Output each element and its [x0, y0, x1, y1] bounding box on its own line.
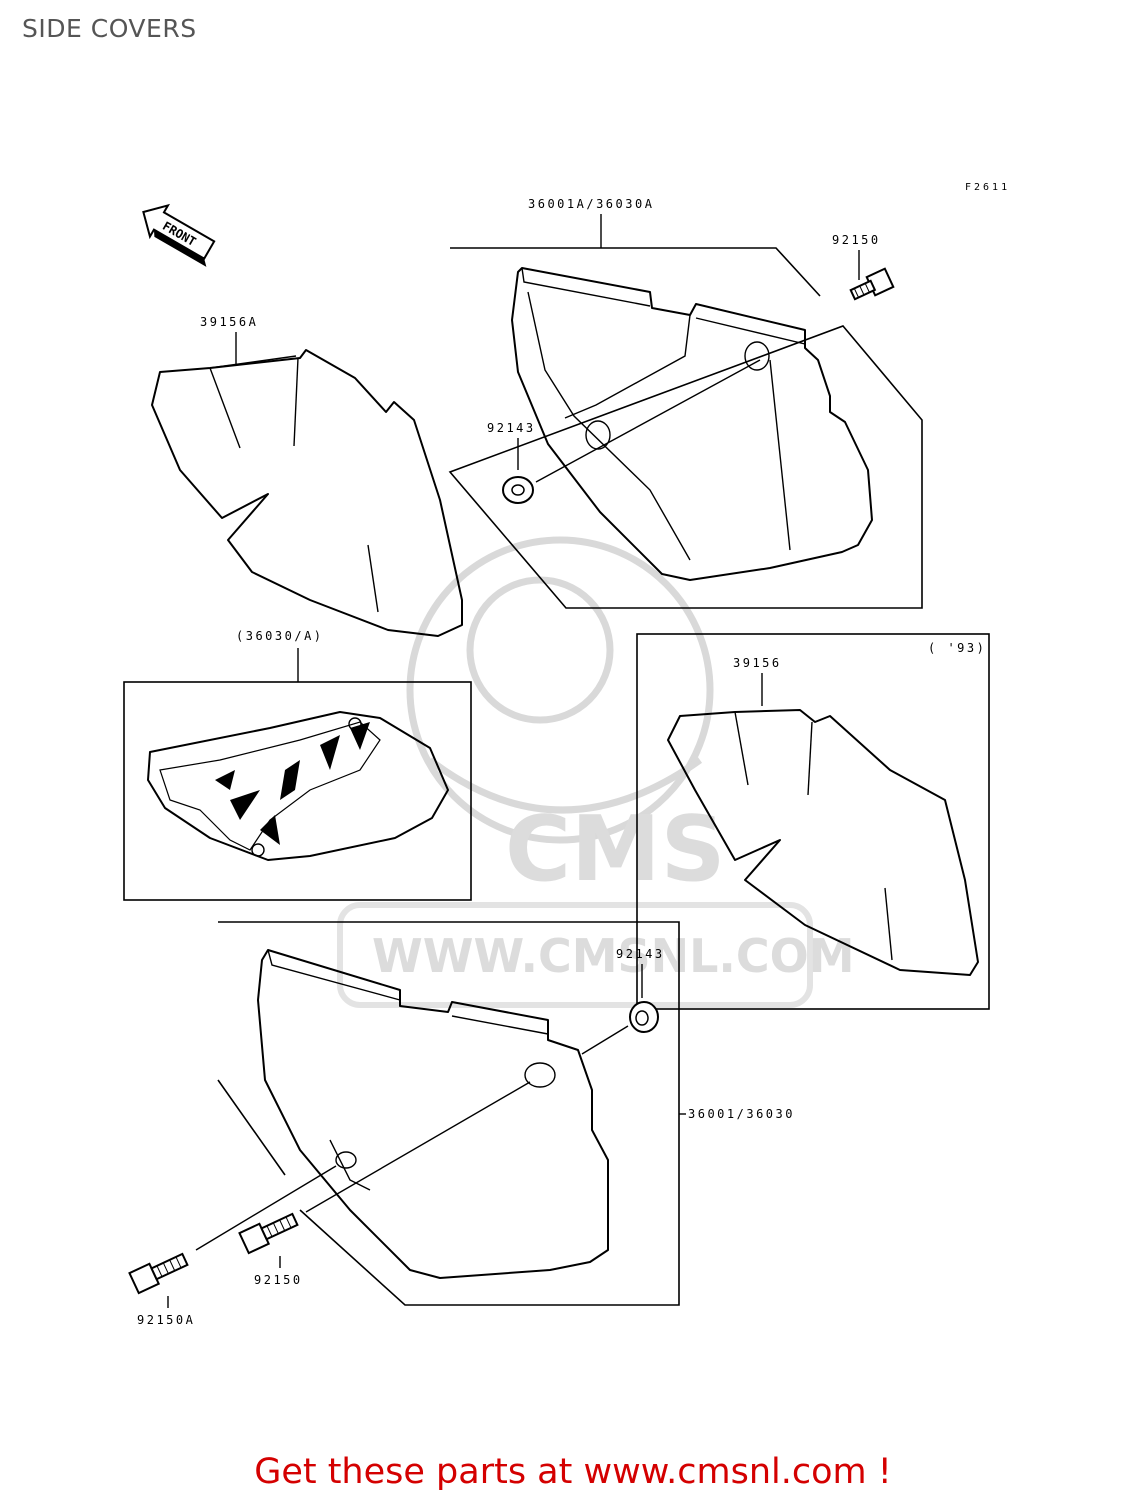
grommet-icon: [629, 1001, 659, 1033]
frame-cover-right: [448, 247, 923, 609]
label-92150-top: 92150: [832, 233, 881, 247]
decal-39156a: [151, 349, 463, 637]
watermark-brand: CMS: [505, 797, 725, 902]
label-92143-top: 92143: [487, 421, 536, 435]
decal-39156: [667, 709, 979, 976]
watermark-logo: CMS WWW.CMSNL.COM: [337, 536, 855, 1008]
label-36030-option: (36030/A): [236, 629, 324, 643]
bolt-icon: [849, 267, 895, 301]
side-cover-right: [511, 267, 873, 581]
frame-cover-left: [217, 921, 680, 1306]
side-cover-left: [257, 949, 609, 1279]
bolt-icon: [128, 1252, 189, 1295]
figure-code: F2611: [965, 182, 1010, 193]
label-92143-bottom: 92143: [616, 947, 665, 961]
promo-link[interactable]: Get these parts at www.cmsnl.com !: [254, 1452, 892, 1492]
page-title: SIDE COVERS: [22, 14, 197, 43]
front-arrow-icon: FRONT: [142, 203, 216, 267]
label-36001a: 36001A/36030A: [528, 197, 654, 211]
graphic-side-cover: [147, 711, 449, 861]
label-36001: 36001/36030: [688, 1107, 795, 1121]
variant-label: ( '93): [928, 641, 986, 655]
label-92150a: 92150A: [137, 1313, 195, 1327]
frame-decal-93: [636, 633, 990, 1010]
bolt-icon: [238, 1212, 299, 1255]
frame-graphic-cover: [123, 681, 472, 901]
label-39156a: 39156A: [200, 315, 258, 329]
label-92150-bottom: 92150: [254, 1273, 303, 1287]
grommet-icon: [502, 476, 534, 504]
label-39156: 39156: [733, 656, 782, 670]
watermark-url: WWW.CMSNL.COM: [372, 929, 855, 983]
